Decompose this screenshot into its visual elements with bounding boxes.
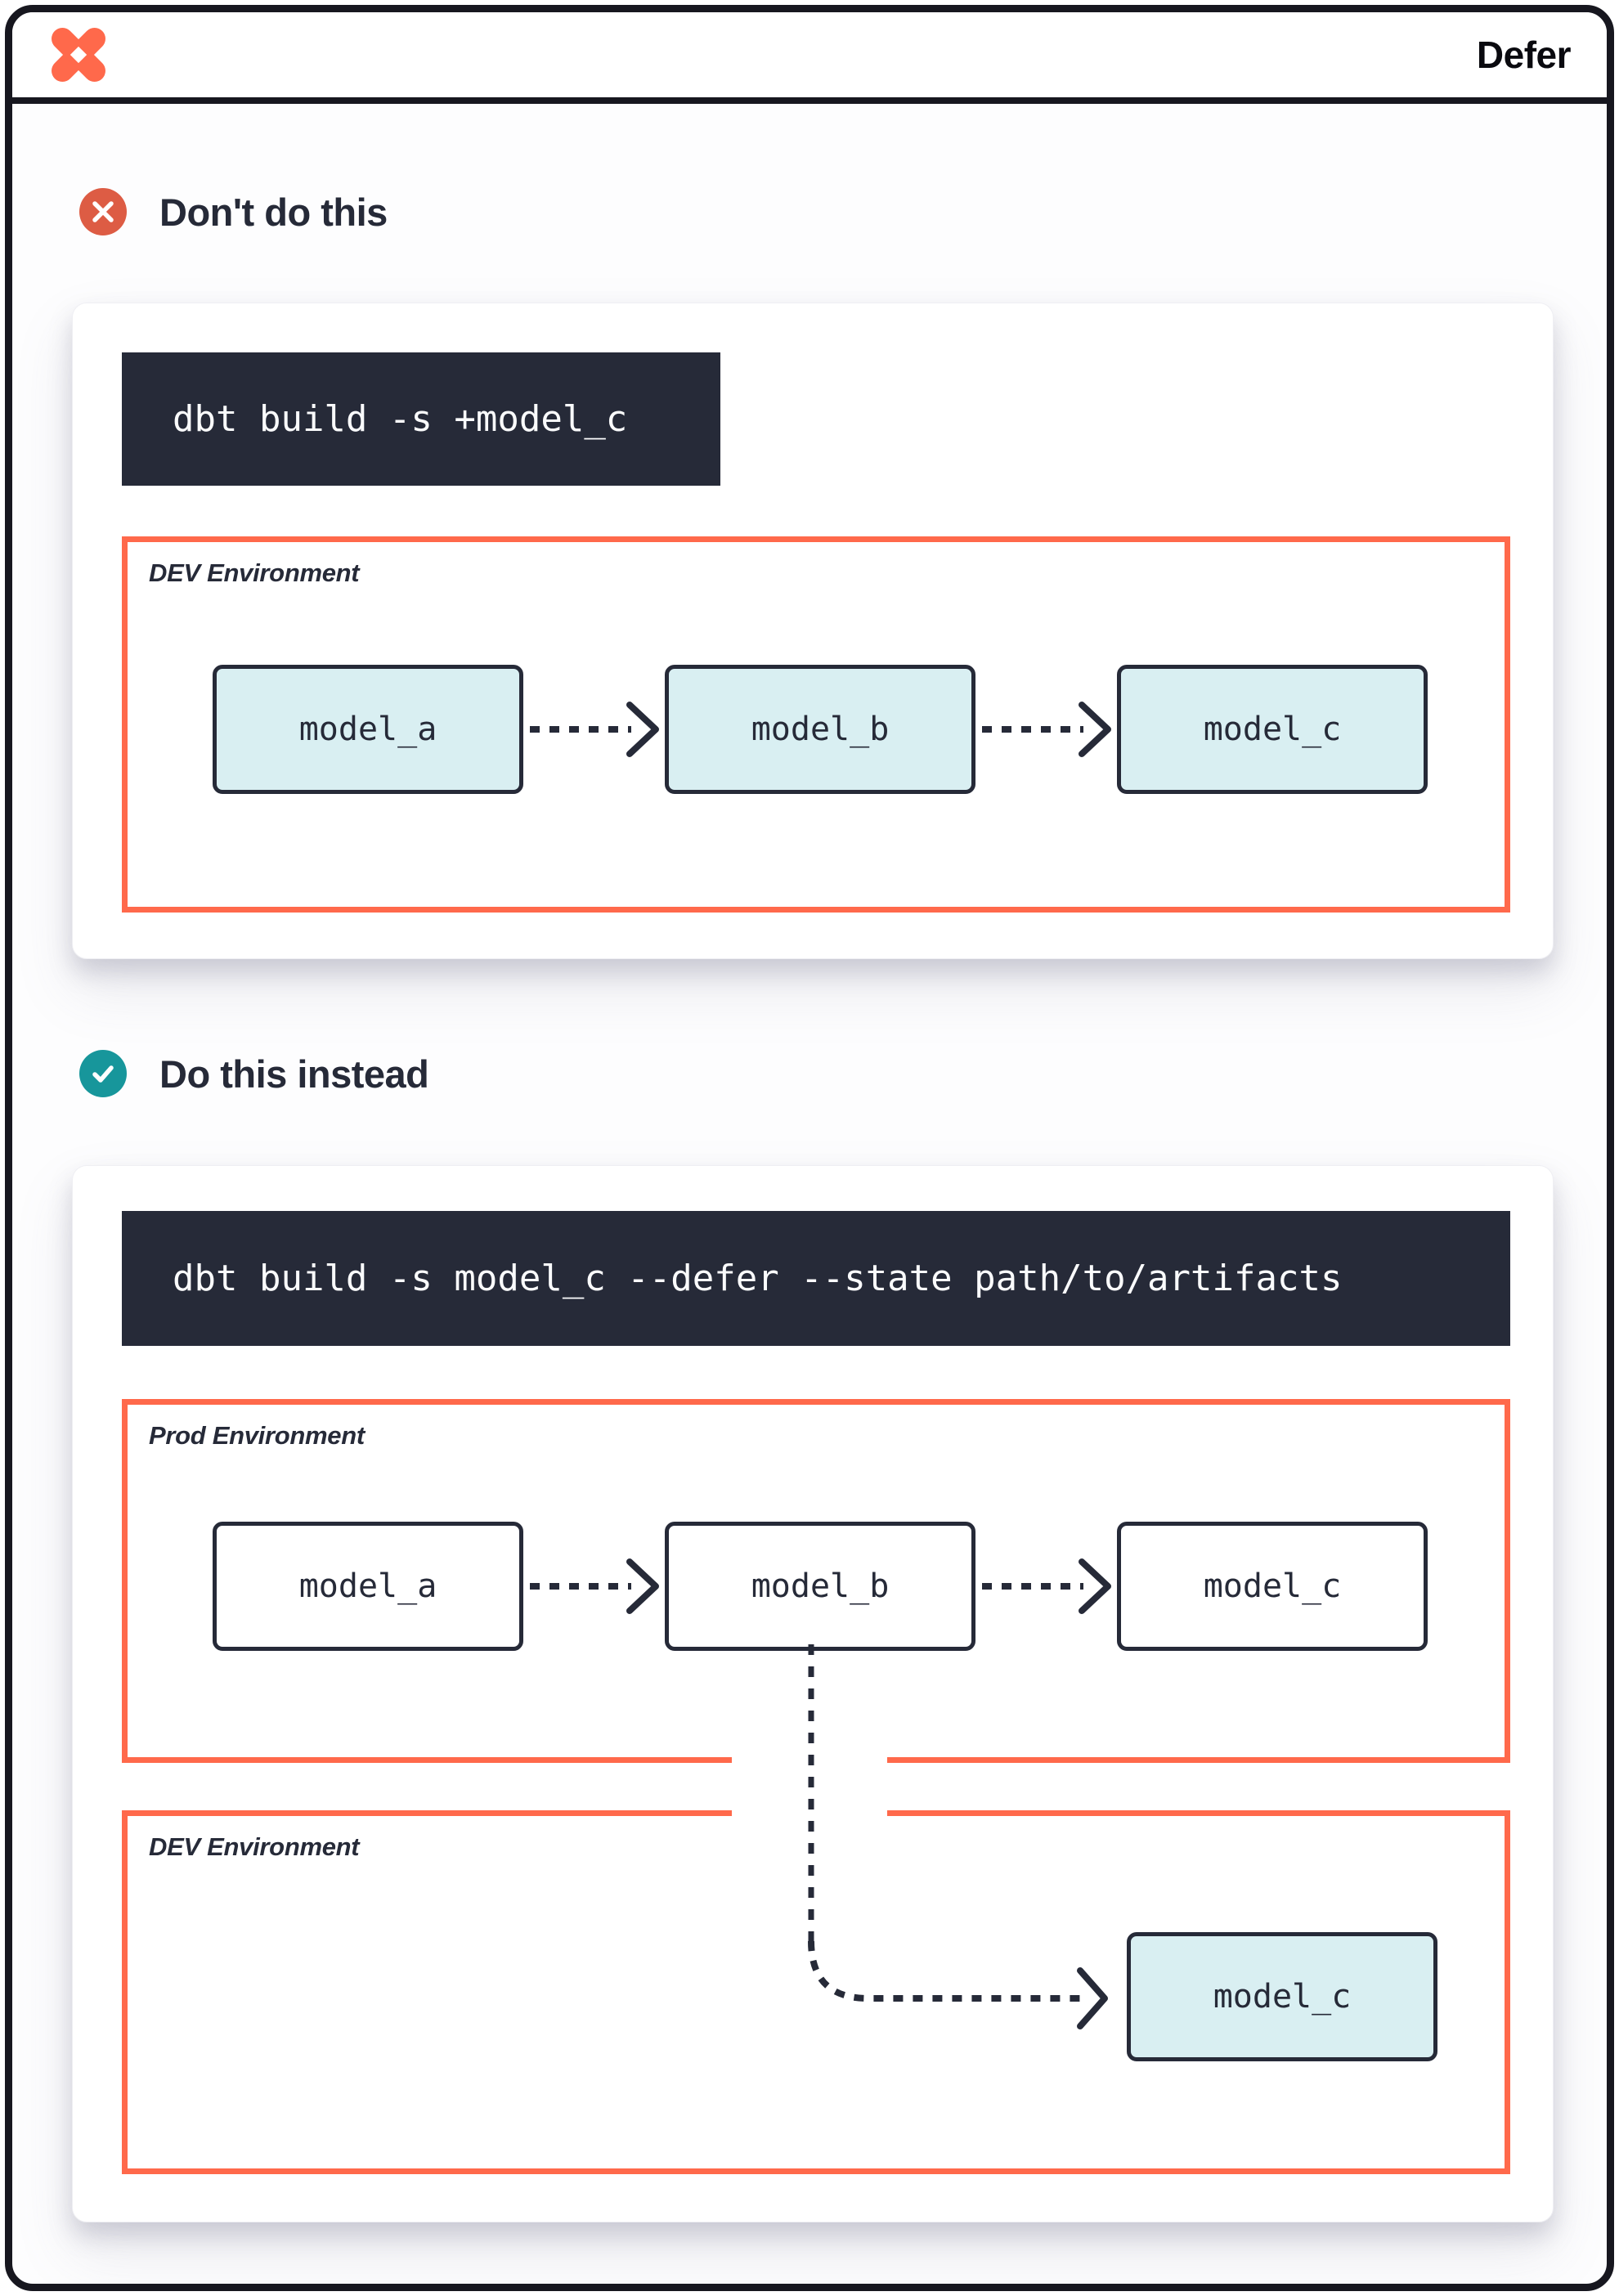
flow-arrow-icon <box>982 702 1111 757</box>
dont-heading-label: Don't do this <box>159 190 388 234</box>
prod-environment-box: Prod Environment model_a model_b model_c <box>122 1399 1510 1763</box>
do-heading-label: Do this instead <box>159 1052 429 1096</box>
model-a-label: model_a <box>298 711 437 748</box>
flow-arrow-icon <box>530 1558 659 1614</box>
window-title: Defer <box>1476 34 1572 76</box>
dev-model-c-node: model_c <box>1127 1932 1437 2061</box>
do-code-block: dbt build -s model_c --defer --state pat… <box>122 1211 1510 1346</box>
flow-arrow-icon <box>982 1558 1111 1614</box>
flow-arrow-icon <box>530 702 659 757</box>
dev-border-gap <box>732 1810 887 1816</box>
prod-model-c-label: model_c <box>1203 1567 1342 1605</box>
dev-environment-label: DEV Environment <box>149 1832 360 1861</box>
window-frame: Defer Don't do this dbt build -s +model_… <box>5 5 1614 2291</box>
titlebar: Defer <box>12 12 1607 104</box>
check-icon <box>92 1065 114 1083</box>
model-c-node: model_c <box>1117 665 1428 794</box>
dbt-logo-icon <box>52 28 105 82</box>
prod-model-b-node: model_b <box>665 1522 975 1651</box>
dont-code-block: dbt build -s +model_c <box>122 352 720 486</box>
prod-border-gap <box>732 1757 887 1763</box>
prod-model-a-node: model_a <box>213 1522 523 1651</box>
model-a-node: model_a <box>213 665 523 794</box>
prod-model-b-label: model_b <box>751 1567 890 1605</box>
x-icon <box>92 201 114 222</box>
model-b-node: model_b <box>665 665 975 794</box>
do-card: dbt build -s model_c --defer --state pat… <box>72 1165 1554 2222</box>
prod-model-a-label: model_a <box>298 1567 437 1605</box>
dont-dev-environment-box: DEV Environment model_a model_b model_c <box>122 536 1510 913</box>
dont-section-heading: Don't do this <box>79 188 388 235</box>
do-section-heading: Do this instead <box>79 1050 429 1097</box>
dev-environment-box: DEV Environment model_c <box>122 1810 1510 2174</box>
prod-model-c-node: model_c <box>1117 1522 1428 1651</box>
do-command-text: dbt build -s model_c --defer --state pat… <box>173 1258 1343 1299</box>
model-b-label: model_b <box>751 711 890 748</box>
dont-command-text: dbt build -s +model_c <box>173 398 628 440</box>
check-circle-icon <box>79 1050 127 1097</box>
dev-model-c-label: model_c <box>1213 1978 1352 2016</box>
dont-card: dbt build -s +model_c DEV Environment mo… <box>72 303 1554 959</box>
x-circle-icon <box>79 188 127 235</box>
model-c-label: model_c <box>1203 711 1342 748</box>
prod-environment-label: Prod Environment <box>149 1421 365 1450</box>
content-area: Don't do this dbt build -s +model_c DEV … <box>12 110 1607 2284</box>
dont-dev-environment-label: DEV Environment <box>149 558 360 587</box>
